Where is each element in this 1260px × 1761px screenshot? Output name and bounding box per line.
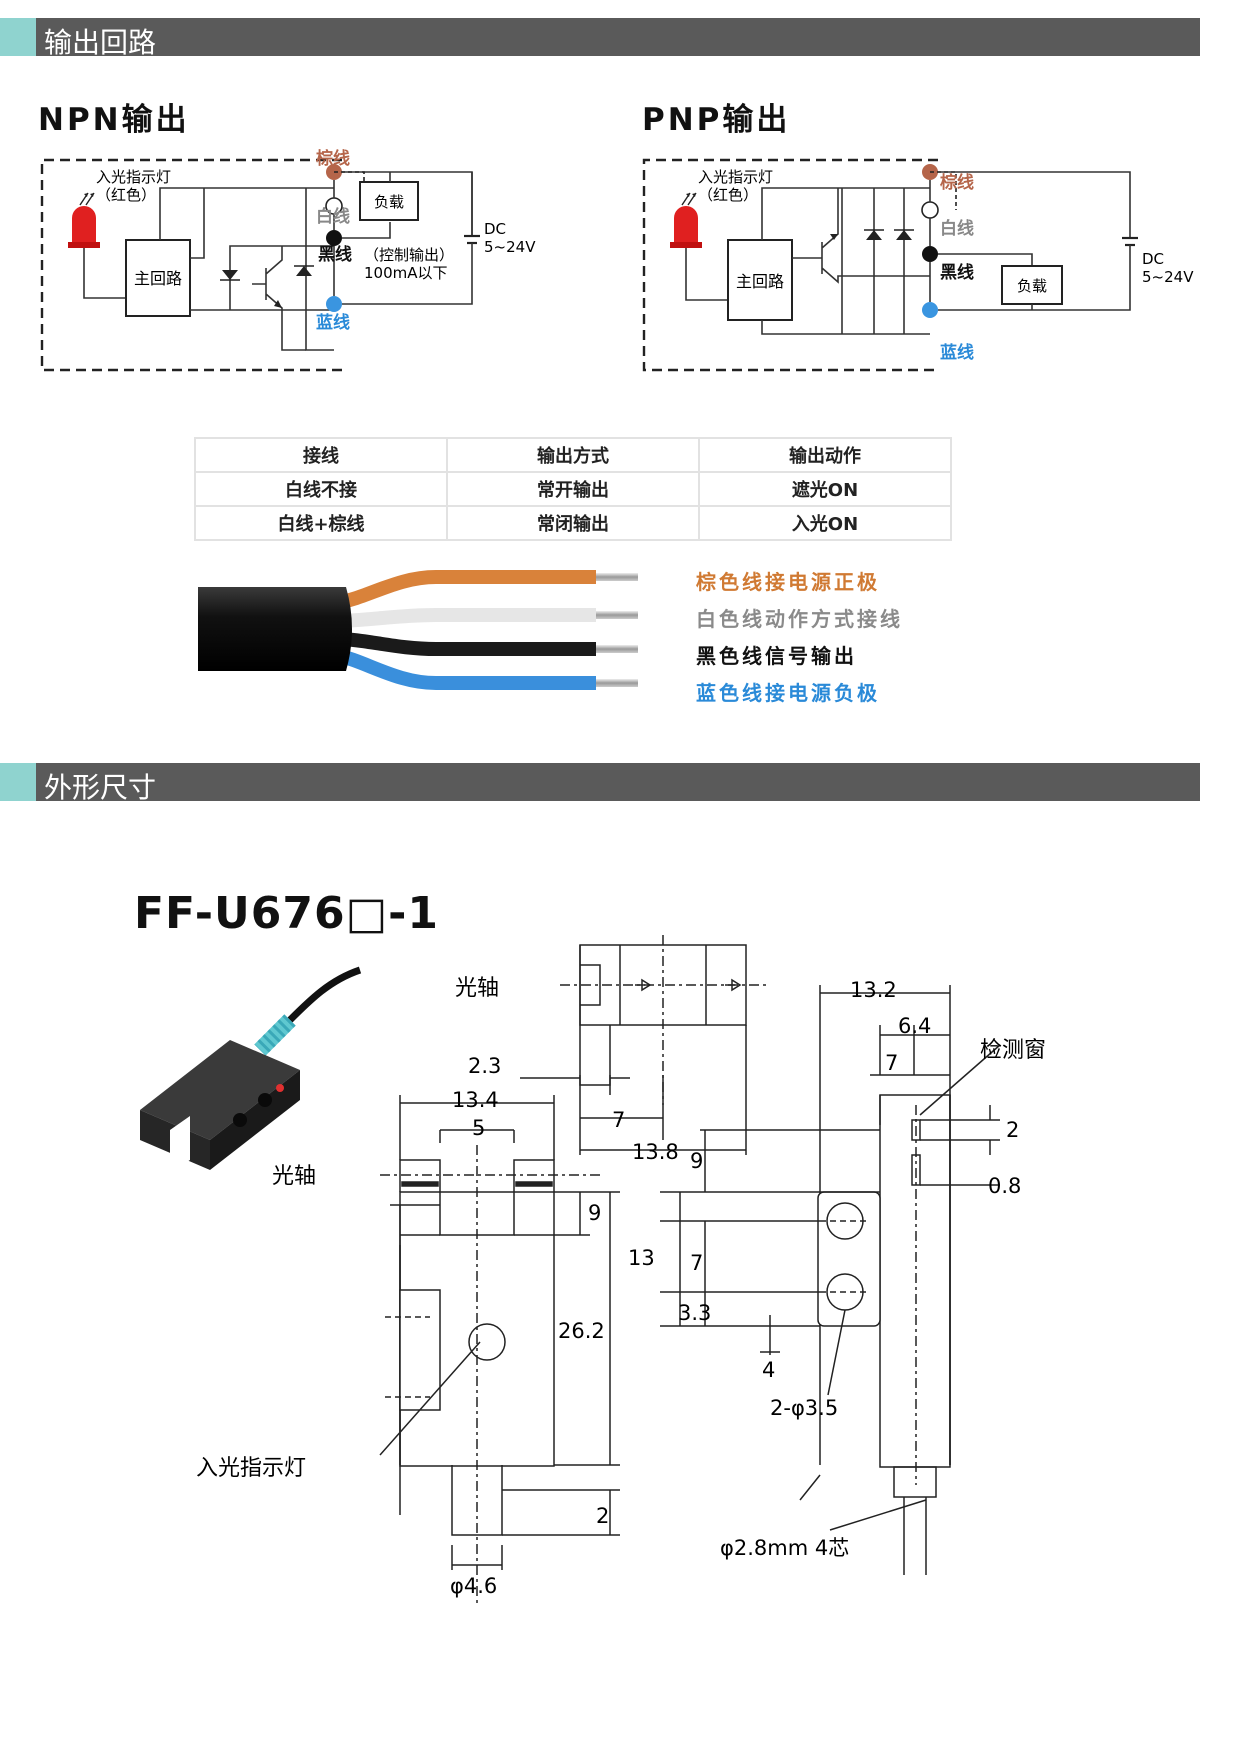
- dim-top-2-3: 2.3: [468, 1054, 501, 1078]
- pnp-load: 负载: [1017, 277, 1047, 295]
- npn-main-circuit: 主回路: [134, 269, 182, 288]
- dim-side-cable: φ2.8mm 4芯: [720, 1536, 849, 1560]
- section-accent: [0, 18, 36, 56]
- pnp-main-circuit: 主回路: [736, 272, 784, 291]
- dim-side-7: 7: [885, 1051, 898, 1075]
- legend-brown: 棕色线接电源正极: [696, 570, 880, 594]
- dim-side-0-8: 0.8: [988, 1174, 1021, 1198]
- legend-blue: 蓝色线接电源负极: [696, 681, 880, 705]
- section-header-dimensions: 外形尺寸: [0, 763, 1200, 804]
- led-icon: [670, 206, 702, 248]
- table-cell: 白线+棕线: [194, 505, 448, 541]
- cable-illustration: [198, 570, 638, 690]
- pnp-circuit-diagram: 入光指示灯 （红色） 主回路 负载 棕线 白线 黑线 蓝线 DC 5~24V: [642, 158, 1194, 372]
- pnp-black-label: 黑线: [940, 262, 974, 283]
- table-header-cell: 输出动作: [698, 437, 952, 473]
- dim-side-3-3: 3.3: [678, 1301, 711, 1325]
- pnp-indicator-color: （红色）: [698, 186, 758, 204]
- npn-indicator-color: （红色）: [96, 186, 156, 204]
- dimension-drawing: 光轴 2.3 7 13.8 13.4 5 光轴 9 26.2 2 φ4.6 入光…: [196, 935, 1046, 1605]
- table-row: 白线+棕线 常闭输出 入光ON: [194, 505, 952, 541]
- table-cell: 常开输出: [446, 471, 700, 507]
- npn-indicator-label: 入光指示灯: [96, 168, 171, 186]
- table-row: 白线不接 常开输出 遮光ON: [194, 471, 952, 507]
- npn-white-label: 白线: [316, 206, 350, 227]
- pnp-title: PNP输出: [642, 102, 791, 138]
- dim-top-7: 7: [612, 1108, 625, 1132]
- npn-load: 负载: [374, 193, 404, 211]
- dim-front-13-4: 13.4: [452, 1088, 499, 1112]
- section-accent: [0, 763, 36, 801]
- sensor-product-image: [140, 966, 362, 1172]
- table-cell: 遮光ON: [698, 471, 952, 507]
- front-optical-axis-label: 光轴: [272, 1164, 316, 1189]
- npn-blue-label: 蓝线: [316, 312, 350, 333]
- pnp-indicator-label: 入光指示灯: [698, 168, 773, 186]
- pnp-voltage-label: 5~24V: [1142, 268, 1194, 286]
- dim-side-6-4: 6.4: [898, 1014, 931, 1038]
- dim-top-13-8: 13.8: [632, 1140, 679, 1164]
- section-header-output: 输出回路: [0, 18, 1200, 59]
- pnp-brown-label: 棕线: [940, 172, 974, 193]
- detection-window-label: 检测窗: [980, 1038, 1046, 1063]
- model-number: FF-U676□-1: [134, 888, 440, 939]
- dim-front-9: 9: [588, 1201, 601, 1225]
- table-cell: 常闭输出: [446, 505, 700, 541]
- npn-voltage-label: 5~24V: [484, 238, 536, 256]
- table-cell: 入光ON: [698, 505, 952, 541]
- top-optical-axis-label: 光轴: [455, 976, 499, 1001]
- dim-front-5: 5: [472, 1116, 485, 1140]
- table-header-row: 接线 输出方式 输出动作: [194, 437, 952, 473]
- dim-side-13: 13: [628, 1246, 655, 1270]
- table-cell: 白线不接: [194, 471, 448, 507]
- wiring-table: 接线 输出方式 输出动作 白线不接 常开输出 遮光ON 白线+棕线 常闭输出 入…: [194, 437, 952, 541]
- dim-front-2: 2: [596, 1504, 609, 1528]
- dim-side-4: 4: [762, 1358, 775, 1382]
- dim-front-26-2: 26.2: [558, 1319, 605, 1343]
- pnp-blue-label: 蓝线: [940, 342, 974, 363]
- npn-title: NPN输出: [38, 102, 190, 138]
- dim-side-holes: 2-φ3.5: [770, 1396, 838, 1420]
- front-indicator-label: 入光指示灯: [196, 1456, 306, 1481]
- section-title: 输出回路: [44, 26, 157, 59]
- pnp-white-label: 白线: [940, 218, 974, 239]
- legend-black: 黑色线信号输出: [696, 644, 857, 668]
- table-header-cell: 输出方式: [446, 437, 700, 473]
- pnp-dc-label: DC: [1142, 250, 1164, 268]
- dim-front-phi: φ4.6: [450, 1574, 497, 1598]
- dim-side-7b: 7: [690, 1251, 703, 1275]
- section-title: 外形尺寸: [44, 771, 157, 804]
- npn-control-label: （控制输出）: [364, 246, 454, 264]
- npn-current-label: 100mA以下: [364, 264, 448, 282]
- npn-dc-label: DC: [484, 220, 506, 238]
- dim-side-2: 2: [1006, 1118, 1019, 1142]
- dim-side-9: 9: [690, 1149, 703, 1173]
- npn-circuit-diagram: 入光指示灯 （红色） 主回路 负载 棕线 白线 黑线 （控制输出） 100mA以…: [40, 148, 536, 372]
- legend-white: 白色线动作方式接线: [696, 607, 903, 631]
- led-icon: [68, 206, 100, 248]
- dim-side-13-2: 13.2: [850, 978, 897, 1002]
- npn-brown-label: 棕线: [316, 148, 350, 169]
- table-header-cell: 接线: [194, 437, 448, 473]
- npn-black-label: 黑线: [318, 244, 352, 265]
